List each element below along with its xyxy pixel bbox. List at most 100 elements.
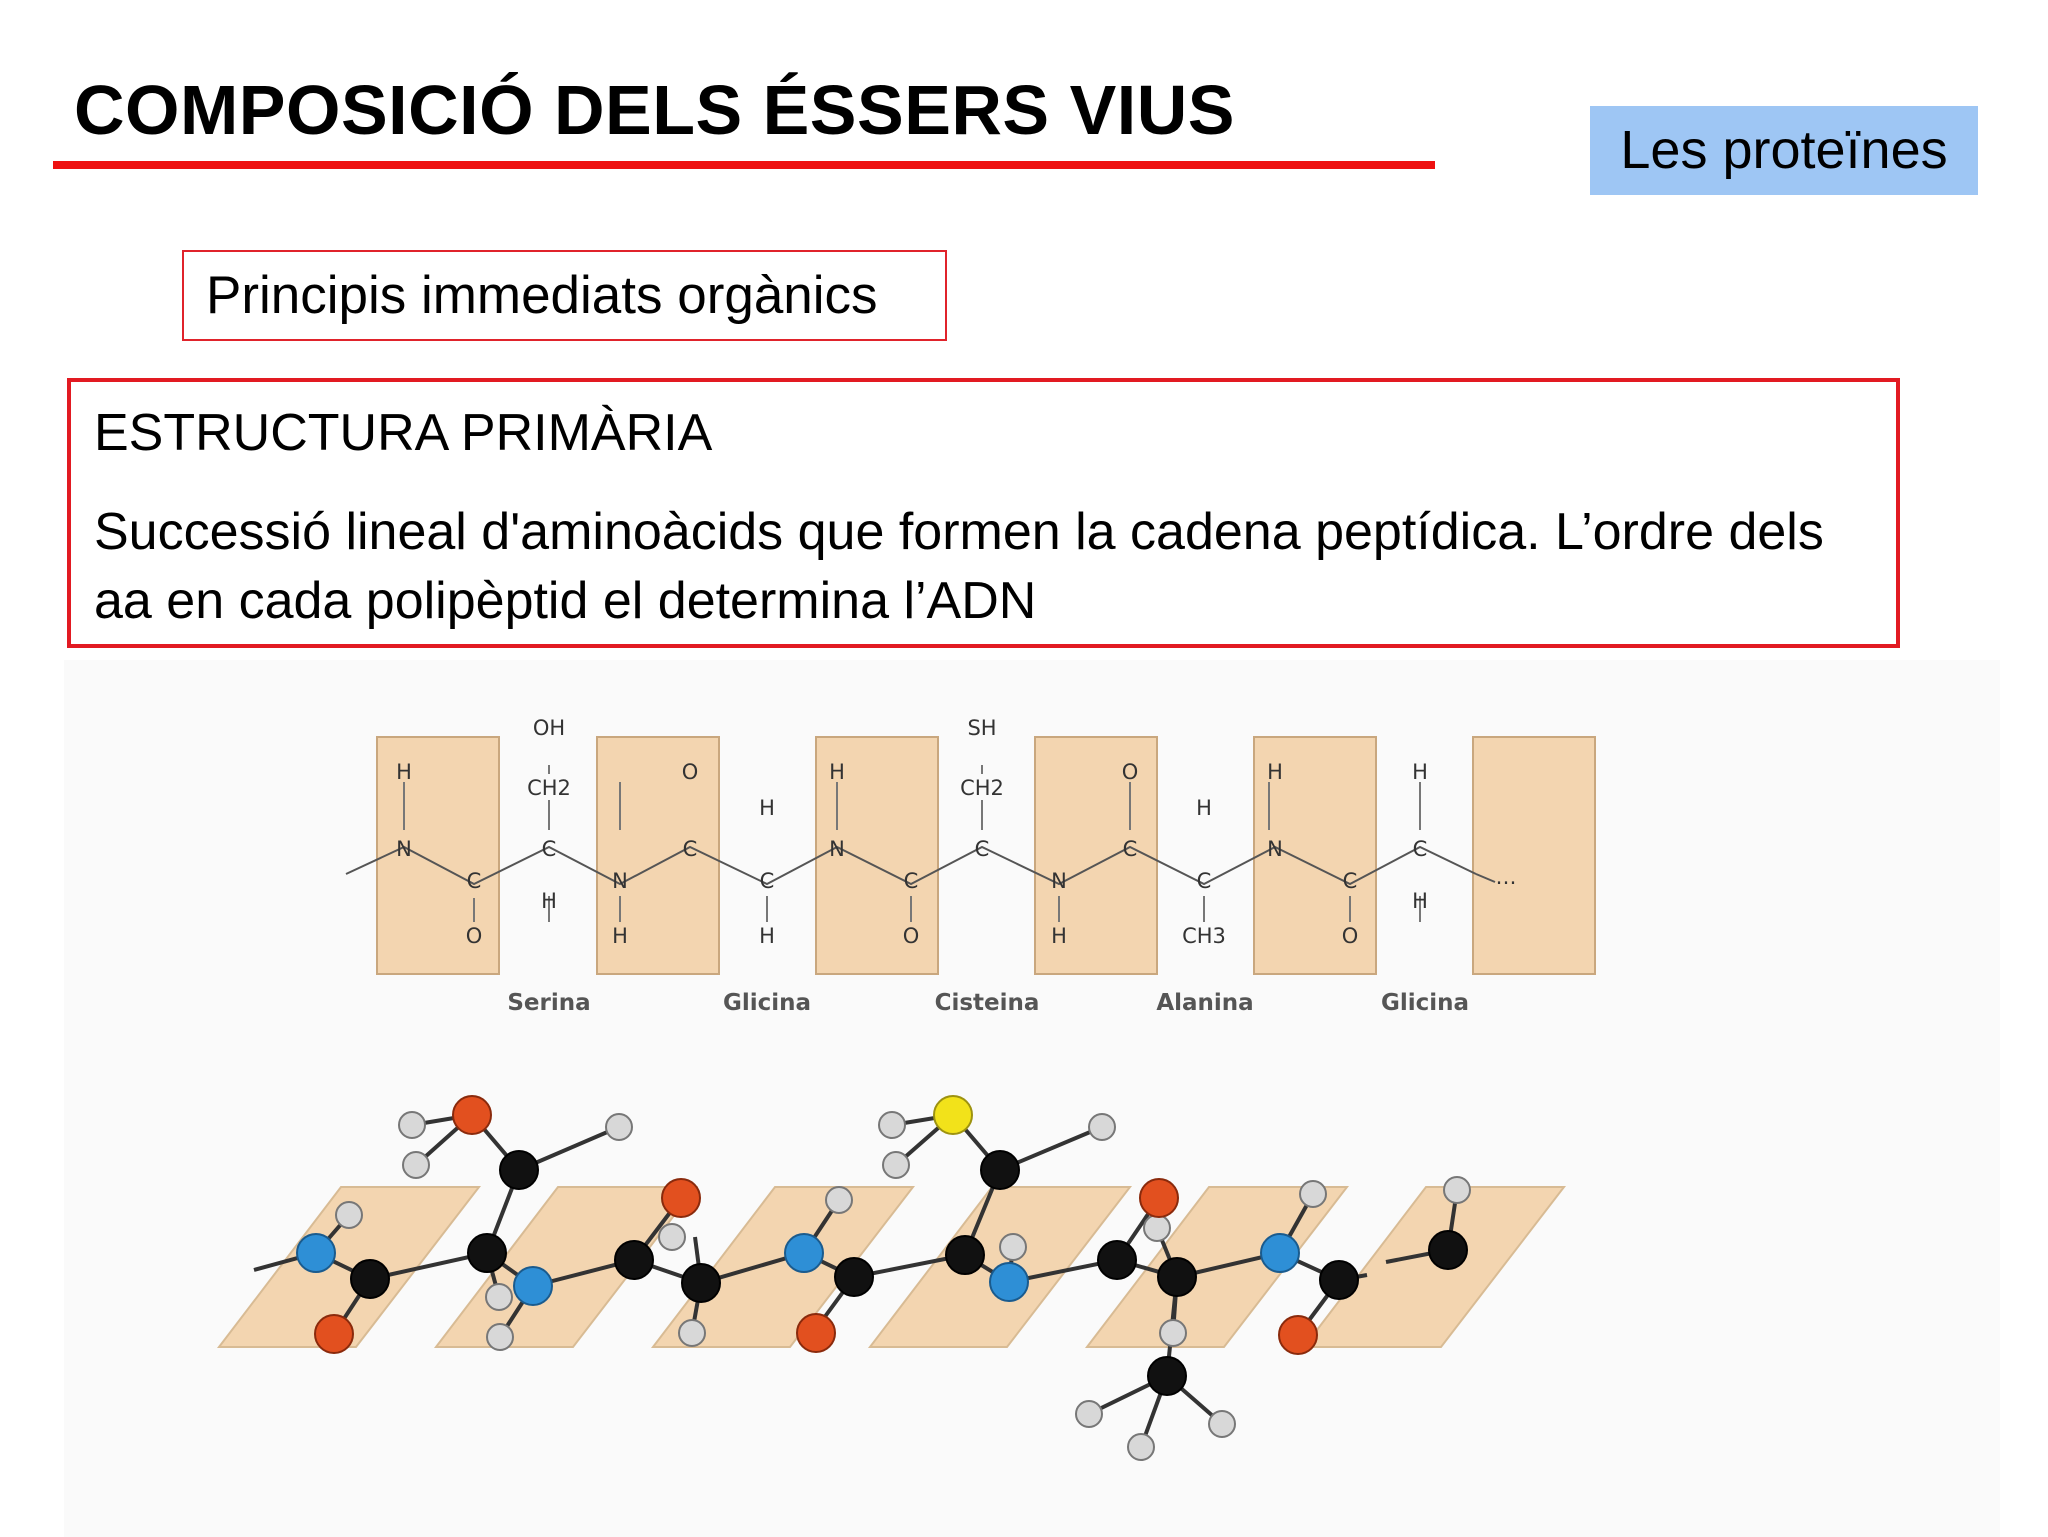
nitrogen-atom	[296, 1233, 336, 1273]
ball-and-stick-model	[216, 1095, 1567, 1461]
svg-text:H: H	[1267, 760, 1283, 784]
svg-text:H: H	[1412, 889, 1428, 913]
svg-text:C: C	[467, 869, 482, 893]
nitrogen-atom	[1260, 1233, 1300, 1273]
svg-text:C: C	[683, 837, 698, 861]
carbon-atom	[467, 1233, 507, 1273]
hydrogen-atom	[882, 1151, 910, 1179]
section-subtitle-box: Principis immediats orgànics	[182, 250, 947, 341]
aa-label-serina: Serina	[507, 990, 590, 1016]
svg-text:…: …	[1496, 865, 1517, 889]
svg-text:H: H	[829, 760, 845, 784]
oxygen-atom	[796, 1313, 836, 1353]
hydrogen-atom	[999, 1233, 1027, 1261]
oxygen-atom	[1139, 1178, 1179, 1218]
oxygen-atom	[452, 1095, 492, 1135]
topic-tag: Les proteïnes	[1590, 106, 1978, 195]
hydrogen-atom	[485, 1283, 513, 1311]
svg-text:H: H	[759, 796, 775, 820]
carbon-atom	[945, 1235, 985, 1275]
svg-text:O: O	[903, 924, 920, 948]
svg-text:C: C	[760, 869, 775, 893]
hydrogen-atom	[335, 1201, 363, 1229]
hydrogen-atom	[398, 1111, 426, 1139]
svg-text:H: H	[612, 924, 628, 948]
carbon-atom	[1428, 1230, 1468, 1270]
carbon-atom	[499, 1150, 539, 1190]
svg-text:O: O	[1122, 760, 1139, 784]
hydrogen-atom	[1159, 1319, 1187, 1347]
peptide-figure: H N C O C H N H O C H C H H N C O C N H	[64, 660, 2000, 1537]
hydrogen-atom	[825, 1186, 853, 1214]
definition-box: ESTRUCTURA PRIMÀRIA Successió lineal d'a…	[67, 378, 1900, 648]
svg-text:N: N	[829, 837, 845, 861]
cisteina-side-ch2: CH2	[960, 776, 1004, 800]
peptide-plane	[650, 1186, 916, 1348]
hydrogen-atom	[1127, 1433, 1155, 1461]
hydrogen-atom	[402, 1151, 430, 1179]
hydrogen-atom	[878, 1111, 906, 1139]
hydrogen-atom	[1299, 1180, 1327, 1208]
svg-text:C: C	[1197, 869, 1212, 893]
svg-text:C: C	[1343, 869, 1358, 893]
hydrogen-atom	[658, 1223, 686, 1251]
structural-formula: H N C O C H N H O C H C H H N C O C N H	[345, 716, 1596, 1016]
peptide-plane	[1301, 1186, 1567, 1348]
definition-text: Successió lineal d'aminoàcids que formen…	[94, 503, 1824, 630]
peptide-diagram: H N C O C H N H O C H C H H N C O C N H	[216, 716, 1596, 1461]
alanina-side-ch3: CH3	[1182, 924, 1226, 948]
carbon-atom	[834, 1257, 874, 1297]
hydrogen-atom	[678, 1319, 706, 1347]
peptide-plane	[376, 736, 500, 975]
oxygen-atom	[661, 1178, 701, 1218]
nitrogen-atom	[784, 1233, 824, 1273]
serina-side-oh: OH	[533, 716, 565, 740]
svg-text:N: N	[612, 869, 628, 893]
svg-text:C: C	[904, 869, 919, 893]
hydrogen-atom	[1075, 1400, 1103, 1428]
carbon-atom	[980, 1150, 1020, 1190]
svg-text:C: C	[975, 837, 990, 861]
svg-text:H: H	[1196, 796, 1212, 820]
oxygen-atom	[314, 1314, 354, 1354]
slide-title: COMPOSICIÓ DELS ÉSSERS VIUS	[74, 71, 1235, 149]
svg-text:C: C	[542, 837, 557, 861]
hydrogen-atom	[486, 1323, 514, 1351]
carbon-atom	[1157, 1257, 1197, 1297]
hydrogen-atom	[1443, 1176, 1471, 1204]
svg-text:H: H	[759, 924, 775, 948]
svg-text:H: H	[1412, 760, 1428, 784]
svg-text:H: H	[1051, 924, 1067, 948]
svg-text:O: O	[1342, 924, 1359, 948]
hydrogen-atom	[1208, 1410, 1236, 1438]
nitrogen-atom	[989, 1262, 1029, 1302]
svg-text:H: H	[396, 760, 412, 784]
aa-label-alanina: Alanina	[1156, 990, 1253, 1016]
hydrogen-atom	[1088, 1113, 1116, 1141]
hydrogen-atom	[1143, 1214, 1171, 1242]
svg-text:H: H	[541, 889, 557, 913]
svg-text:N: N	[1267, 837, 1283, 861]
cisteina-side-sh: SH	[967, 716, 996, 740]
peptide-plane	[1034, 736, 1158, 975]
aa-label-glicina-2: Glicina	[1381, 990, 1469, 1016]
carbon-atom	[681, 1263, 721, 1303]
peptide-plane	[1253, 736, 1377, 975]
backbone-bond	[1475, 873, 1496, 883]
carbon-atom	[1319, 1260, 1359, 1300]
svg-text:O: O	[466, 924, 483, 948]
peptide-plane	[596, 736, 720, 975]
carbon-atom	[614, 1240, 654, 1280]
svg-text:C: C	[1413, 837, 1428, 861]
svg-text:N: N	[1051, 869, 1067, 893]
carbon-atom	[1097, 1240, 1137, 1280]
nitrogen-atom	[513, 1266, 553, 1306]
svg-text:N: N	[396, 837, 412, 861]
serina-side-ch2: CH2	[527, 776, 571, 800]
oxygen-atom	[1278, 1315, 1318, 1355]
svg-text:C: C	[1123, 837, 1138, 861]
svg-text:O: O	[682, 760, 699, 784]
hydrogen-atom	[605, 1113, 633, 1141]
peptide-plane	[1472, 736, 1596, 975]
title-underline	[53, 161, 1435, 169]
